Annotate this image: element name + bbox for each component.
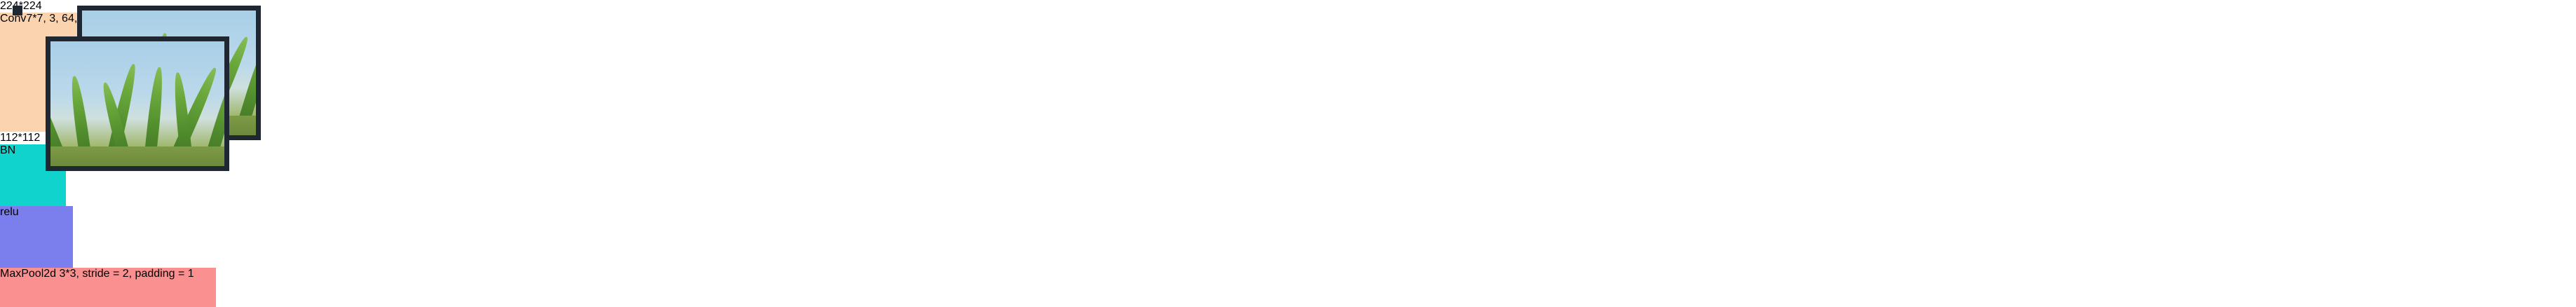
input-image-1 (13, 6, 22, 15)
input-image-2 (46, 36, 229, 171)
photo-ground (50, 146, 224, 166)
caption-conv1-below: 112*112 (0, 132, 41, 144)
block-relu[interactable]: relu (0, 206, 73, 268)
input-image-stack (7, 6, 261, 202)
block-maxpool[interactable]: MaxPool2d 3*3, stride = 2, padding = 1 (0, 268, 216, 307)
